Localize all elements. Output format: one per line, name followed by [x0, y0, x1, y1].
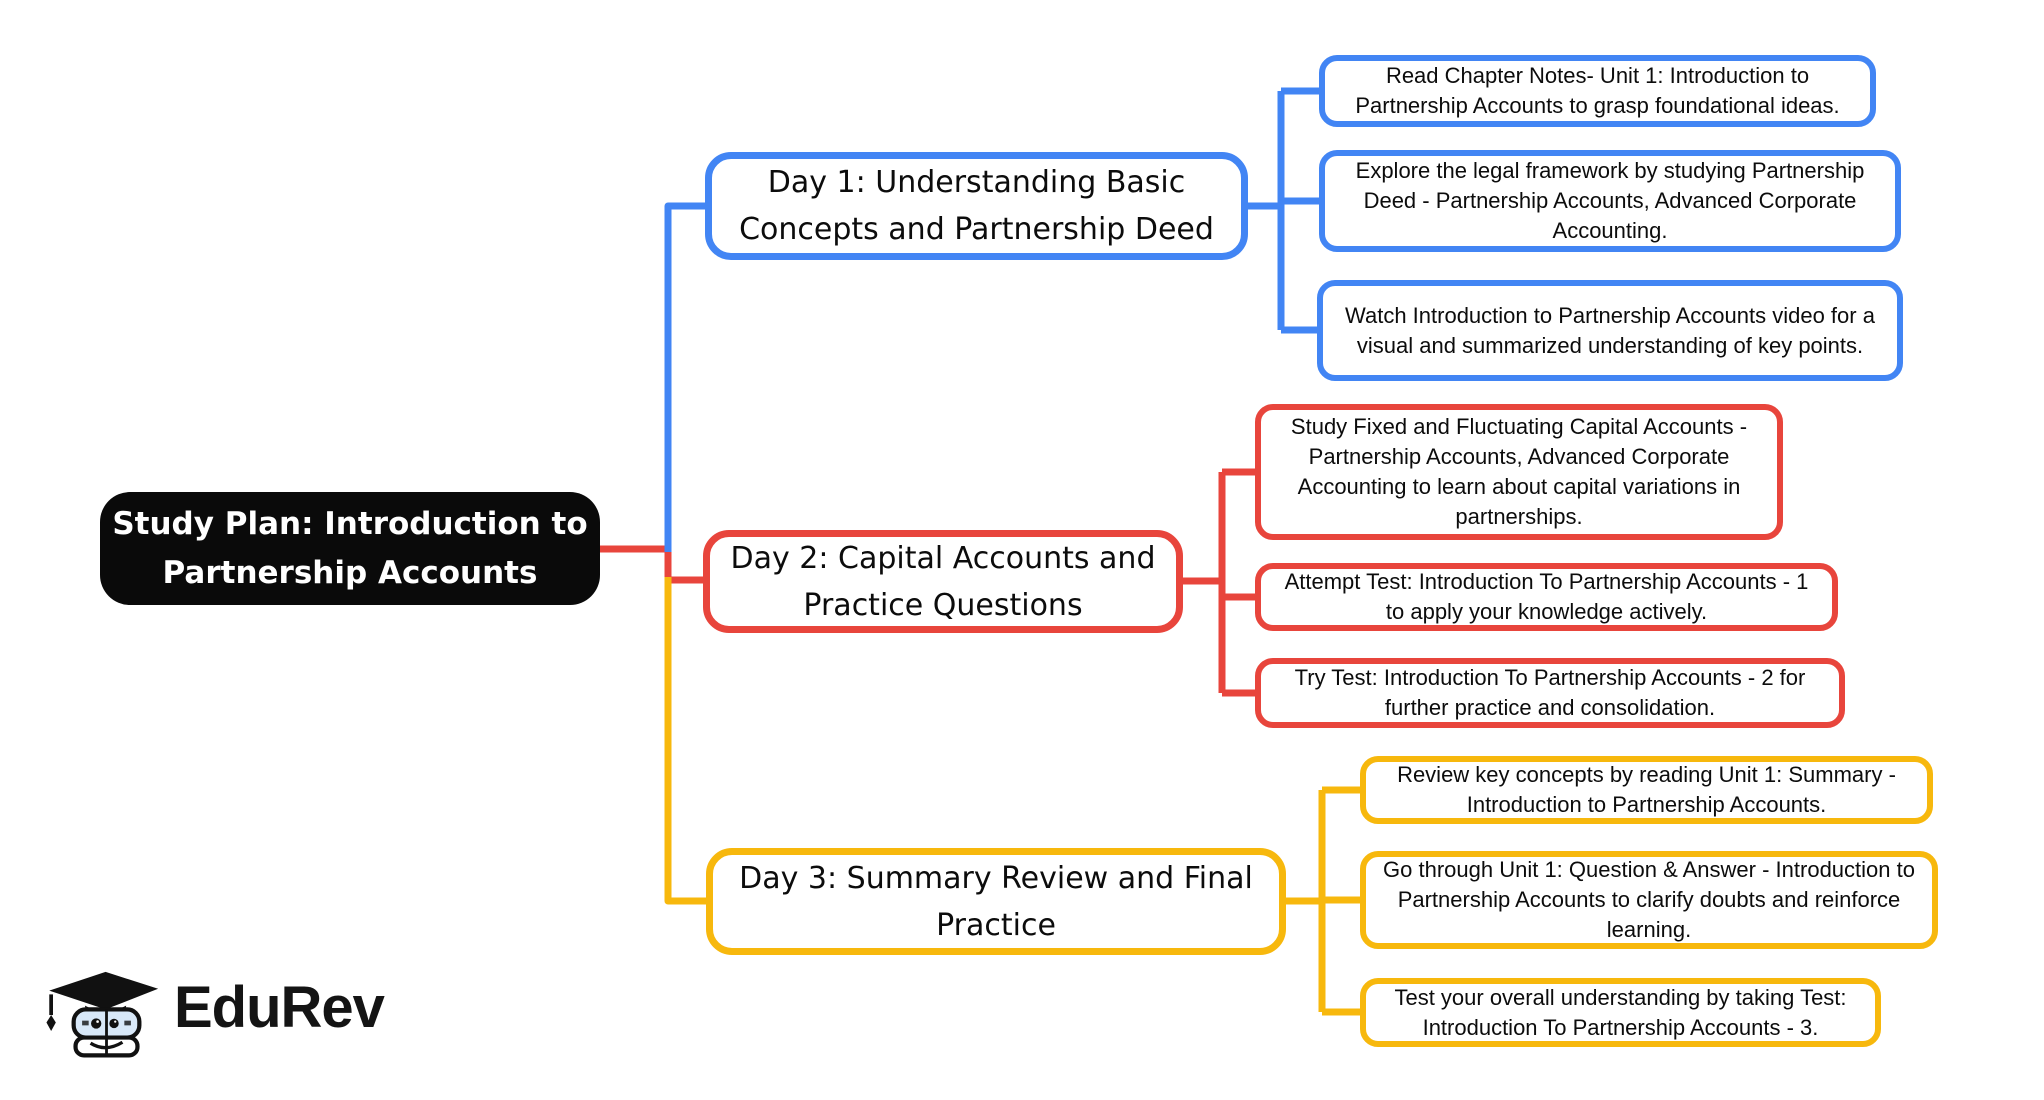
day2-task-1: Study Fixed and Fluctuating Capital Acco… — [1255, 404, 1783, 540]
day1-node: Day 1: Understanding Basic Concepts and … — [705, 152, 1248, 260]
connector-day1-children — [1244, 87, 1321, 334]
day3-task-3: Test your overall understanding by takin… — [1360, 978, 1881, 1047]
connector-root-day3 — [664, 577, 708, 905]
day3-task-1-text: Review key concepts by reading Unit 1: S… — [1397, 762, 1896, 817]
day2-task-1-text: Study Fixed and Fluctuating Capital Acco… — [1290, 414, 1748, 529]
day1-task-3: Watch Introduction to Partnership Accoun… — [1317, 280, 1903, 381]
day1-task-3-text: Watch Introduction to Partnership Accoun… — [1345, 302, 1875, 358]
root-node-study-plan: Study Plan: Introduction to Partnership … — [100, 492, 600, 605]
connector-root-day1 — [664, 202, 707, 552]
edurev-mascot-icon — [46, 971, 159, 1058]
edurev-logo: EduRev — [38, 958, 385, 1058]
connector-day2-children — [1180, 468, 1257, 697]
day1-task-1: Read Chapter Notes- Unit 1: Introduction… — [1319, 55, 1876, 127]
day1-task-2-text: Explore the legal framework by studying … — [1355, 158, 1865, 243]
root-node-title: Study Plan: Introduction to Partnership … — [112, 505, 588, 591]
connector-root-day2 — [598, 545, 705, 584]
day2-task-2-text: Attempt Test: Introduction To Partnershi… — [1284, 569, 1809, 624]
connector-day3-children — [1283, 786, 1362, 1016]
day3-task-2: Go through Unit 1: Question & Answer - I… — [1360, 851, 1938, 949]
day3-task-3-text: Test your overall understanding by takin… — [1394, 984, 1847, 1040]
day1-label: Day 1: Understanding Basic Concepts and … — [739, 165, 1214, 247]
day3-node: Day 3: Summary Review and Final Practice — [706, 848, 1286, 955]
day1-task-1-text: Read Chapter Notes- Unit 1: Introduction… — [1355, 63, 1840, 118]
day1-task-2: Explore the legal framework by studying … — [1319, 150, 1901, 252]
day2-task-3-text: Try Test: Introduction To Partnership Ac… — [1294, 665, 1806, 720]
day3-task-1: Review key concepts by reading Unit 1: S… — [1360, 756, 1933, 824]
day2-node: Day 2: Capital Accounts and Practice Que… — [703, 530, 1183, 633]
day2-task-2: Attempt Test: Introduction To Partnershi… — [1255, 563, 1838, 631]
day2-task-3: Try Test: Introduction To Partnership Ac… — [1255, 658, 1845, 728]
day3-label: Day 3: Summary Review and Final Practice — [739, 860, 1253, 943]
edurev-logo-text: EduRev — [174, 975, 385, 1040]
day3-task-2-text: Go through Unit 1: Question & Answer - I… — [1383, 857, 1915, 942]
day2-label: Day 2: Capital Accounts and Practice Que… — [730, 540, 1156, 623]
